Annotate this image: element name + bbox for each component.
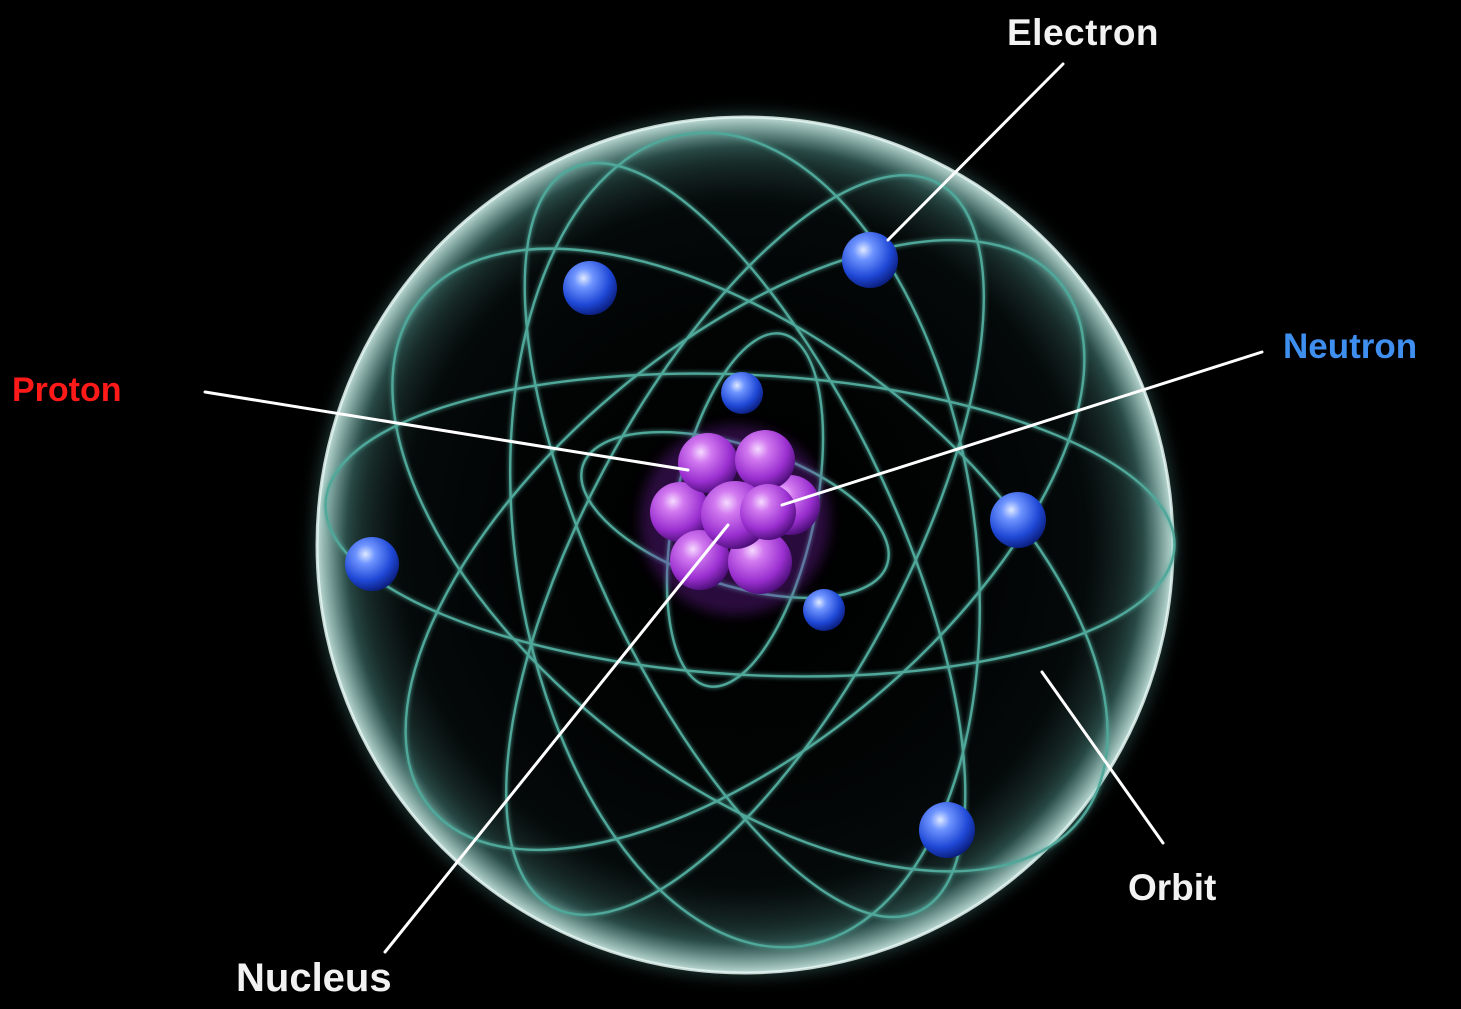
nucleon [740, 484, 796, 540]
orbit-label: Orbit [1128, 867, 1217, 908]
electron-leader-line [886, 62, 1065, 242]
nucleus-leader-line [383, 523, 730, 954]
electron [803, 589, 845, 631]
electron [563, 261, 617, 315]
nucleus [640, 425, 830, 615]
orbit-leader-line [1040, 670, 1165, 845]
proton-label: Proton [12, 371, 122, 409]
neutron-leader-line [780, 350, 1264, 507]
leader-lines [203, 62, 1264, 954]
electron [990, 492, 1046, 548]
proton-leader-line [203, 390, 690, 472]
nucleon [678, 433, 738, 493]
orbit-ring [508, 131, 982, 949]
electron [919, 802, 975, 858]
orbit-ring [391, 247, 1109, 873]
nucleon [650, 482, 710, 542]
electron [842, 232, 898, 288]
orbit-ring [404, 238, 1086, 852]
electron-label: Electron [1007, 12, 1160, 53]
nucleus-label: Nucleus [236, 956, 392, 1000]
orbit-ring [523, 161, 967, 919]
electrons [345, 232, 1046, 858]
orbit-ring [505, 174, 985, 916]
neutron-label: Neutron [1283, 327, 1418, 366]
nucleon [735, 430, 795, 490]
electron [345, 537, 399, 591]
electron [721, 372, 763, 414]
